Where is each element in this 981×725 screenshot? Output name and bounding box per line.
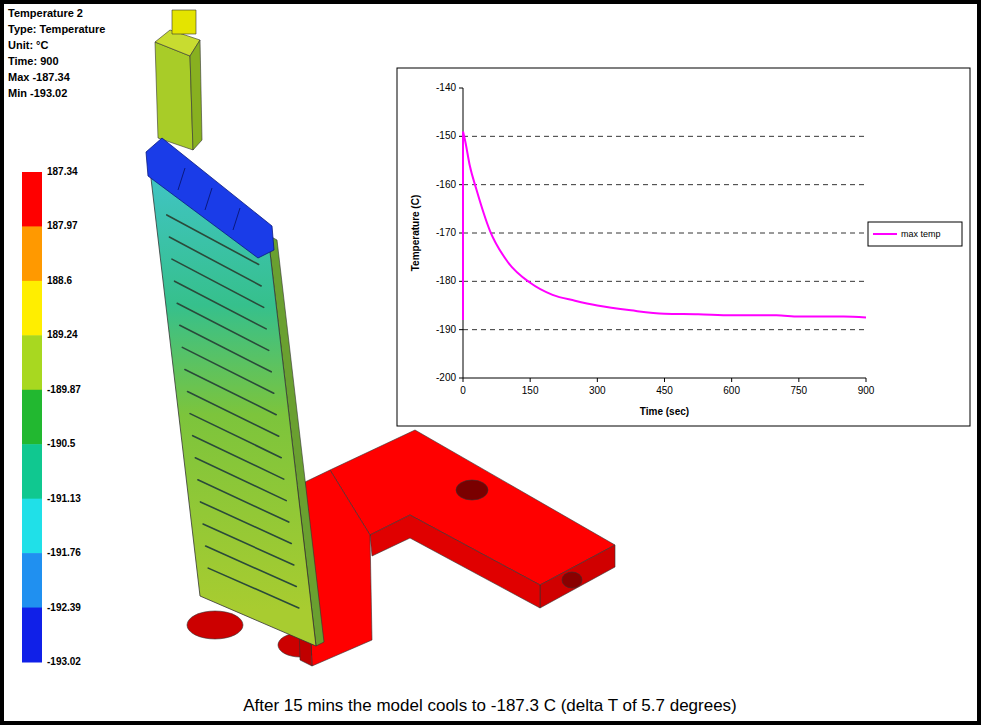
plate-slot — [190, 414, 281, 458]
color-band — [22, 553, 42, 608]
y-tick — [459, 378, 463, 379]
result-header: Unit: °C — [8, 38, 48, 52]
x-tick — [463, 378, 464, 382]
y-tick-label: -170 — [436, 227, 456, 239]
result-header: Time: 900 — [8, 54, 59, 68]
result-title: Temperature 2 — [8, 6, 83, 20]
result-header: Max -187.34 — [8, 70, 70, 84]
color-bar-value: -189.87 — [47, 384, 81, 396]
color-bar-value: -191.76 — [47, 547, 81, 559]
grid-line — [463, 329, 866, 330]
color-bar-value: -191.13 — [47, 493, 81, 505]
y-tick-label: -190 — [436, 324, 456, 336]
x-axis-title: Time (sec) — [640, 406, 689, 418]
plate-slot — [187, 392, 278, 437]
color-bar-value: 187.97 — [47, 220, 78, 232]
plate-slot — [177, 303, 269, 350]
plate-slot — [175, 281, 267, 329]
x-tick-label: 750 — [790, 385, 807, 397]
x-tick-label: 300 — [589, 385, 606, 397]
color-bar-value: -193.02 — [47, 656, 81, 668]
plate-slot — [203, 524, 294, 565]
max-temp-curve — [463, 132, 866, 321]
color-band — [22, 608, 42, 663]
plate-slot — [180, 325, 271, 371]
color-bar-value: -192.39 — [47, 602, 81, 614]
y-tick-label: -140 — [436, 82, 456, 94]
x-tick — [664, 378, 665, 382]
color-band — [22, 226, 42, 281]
x-tick — [866, 378, 867, 382]
x-tick — [597, 378, 598, 382]
legend-line-sample — [873, 233, 897, 235]
color-band — [22, 335, 42, 390]
plate-slot — [185, 369, 276, 414]
color-bar-value: -190.5 — [47, 438, 75, 450]
caption: After 15 mins the model cools to -187.3 … — [243, 696, 737, 716]
result-header: Type: Temperature — [8, 22, 105, 36]
color-band — [22, 390, 42, 445]
x-tick — [530, 378, 531, 382]
color-bar-value: 188.6 — [47, 275, 72, 287]
color-band — [22, 499, 42, 554]
plate-slot — [198, 480, 289, 522]
plate-slot — [172, 259, 264, 307]
chart-frame — [397, 68, 970, 426]
plate-slot — [193, 436, 284, 479]
legend-label: max temp — [901, 229, 941, 240]
color-band — [22, 172, 42, 227]
legend-box — [868, 222, 962, 246]
y-axis-title: Temperature (C) — [410, 195, 422, 272]
plate-slot — [195, 458, 286, 501]
y-tick-label: -180 — [436, 275, 456, 287]
grid-line — [463, 136, 866, 137]
y-tick — [459, 329, 463, 330]
grid-line — [463, 233, 866, 234]
result-header: Min -193.02 — [8, 86, 67, 100]
color-band — [22, 281, 42, 336]
color-bar — [22, 172, 42, 663]
x-tick-label: 150 — [522, 385, 539, 397]
y-tick-label: -200 — [436, 372, 456, 384]
y-tick-label: -150 — [436, 130, 456, 142]
x-tick-label: 600 — [723, 385, 740, 397]
x-tick-label: 450 — [656, 385, 673, 397]
color-bar-value: 187.34 — [47, 166, 78, 178]
plate-slot — [208, 568, 299, 608]
plate-slot — [182, 347, 273, 393]
x-tick-label: 0 — [460, 385, 466, 397]
y-tick-label: -160 — [436, 179, 456, 191]
color-band — [22, 444, 42, 499]
color-bar-value: 189.24 — [47, 329, 78, 341]
x-tick-label: 900 — [858, 385, 875, 397]
line-chart — [397, 68, 970, 426]
plate-slot — [200, 502, 291, 544]
grid-line — [463, 184, 866, 185]
x-tick — [798, 378, 799, 382]
plate-slot — [206, 546, 297, 586]
x-tick — [731, 378, 732, 382]
hinge-cylinder — [146, 138, 274, 258]
grid-line — [463, 281, 866, 282]
top-bracket — [155, 10, 202, 150]
y-tick — [459, 88, 463, 89]
